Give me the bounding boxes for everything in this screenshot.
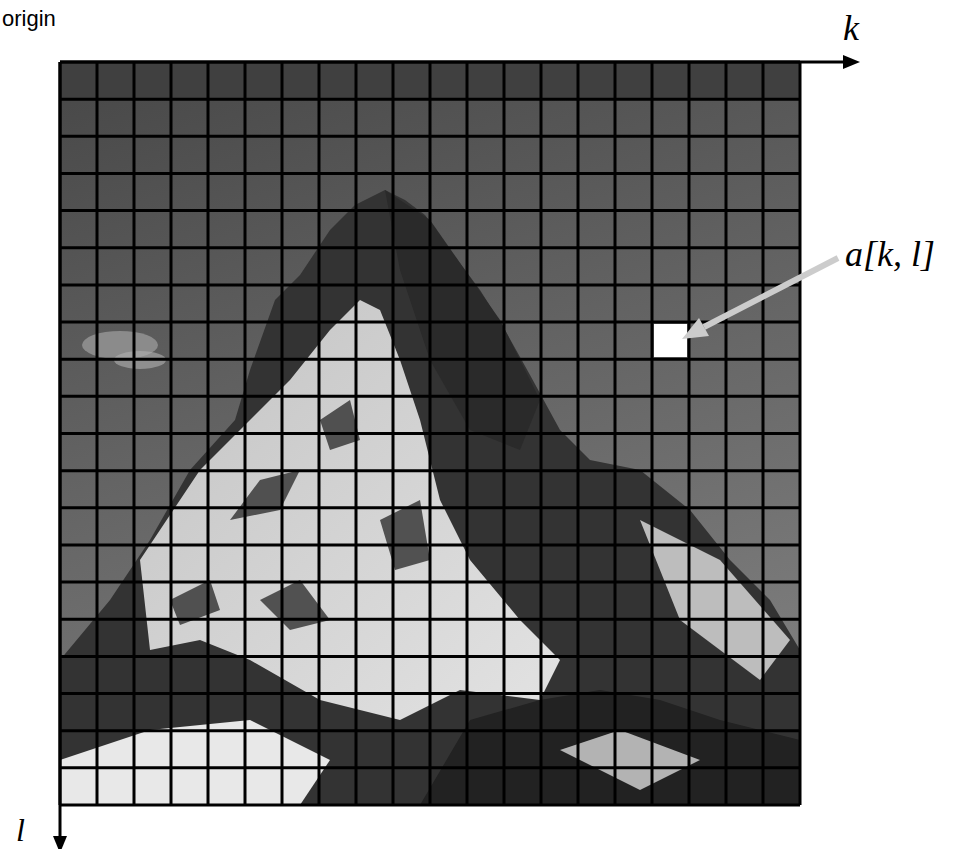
l-axis — [59, 62, 62, 838]
origin-label: origin — [2, 8, 56, 30]
leader-arrowhead — [682, 318, 709, 339]
l-axis-arrowhead — [53, 836, 67, 849]
mountain-photo — [60, 62, 800, 805]
leader-arrow — [704, 258, 838, 327]
pixel-label: a[k, l] — [845, 236, 935, 272]
k-axis-arrowhead — [843, 55, 860, 69]
pixel-grid — [60, 62, 800, 805]
axis-label: l — [16, 814, 25, 846]
highlighted-pixel — [654, 324, 687, 357]
k-axis — [60, 61, 845, 64]
axis-label: k — [843, 10, 859, 46]
